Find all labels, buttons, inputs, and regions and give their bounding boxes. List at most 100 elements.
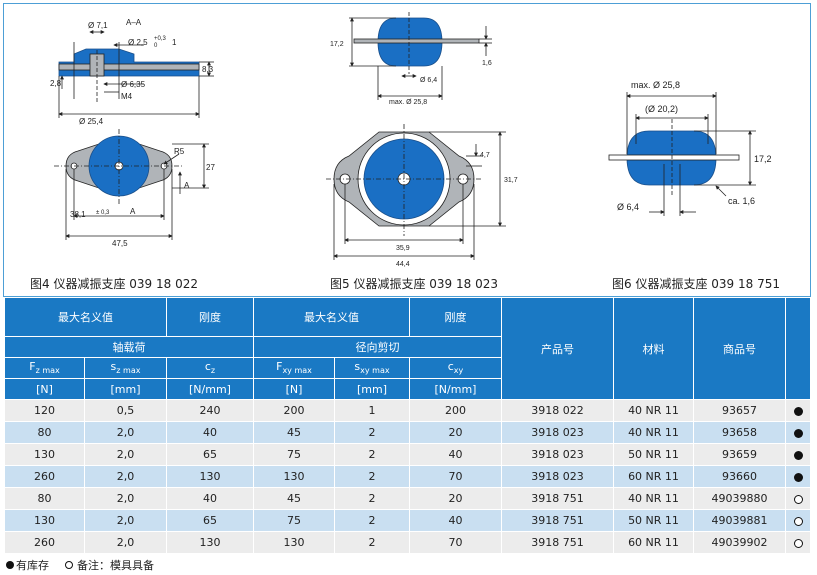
table-cell: 40 NR 11 <box>613 487 694 510</box>
table-cell: 2 <box>334 421 410 444</box>
availability-cell <box>785 465 811 488</box>
figure-caption: 图5 仪器减振支座 039 18 023 <box>330 277 498 291</box>
dim-label: 27 <box>206 163 215 172</box>
header-availability <box>785 297 811 400</box>
table-cell: 75 <box>253 509 335 532</box>
table-cell: 130 <box>4 443 85 466</box>
table-cell: 2 <box>334 509 410 532</box>
symbol-sz: sz max <box>84 357 167 379</box>
fig5-side-view <box>349 12 492 100</box>
unit: [N/mm] <box>166 378 254 400</box>
legend-mold-available: 备注：模具具备 <box>77 559 154 572</box>
dim-label: A <box>130 207 136 216</box>
dim-label: 47,5 <box>112 239 128 248</box>
figure-caption: 图4 仪器减振支座 039 18 022 <box>30 277 198 291</box>
table-cell: 0,5 <box>84 399 167 422</box>
filled-dot-icon <box>793 428 803 438</box>
table-cell: 240 <box>166 399 254 422</box>
fig5-side-dims: 17,2 1,6 Ø 6,4 max. Ø 25,8 <box>330 41 492 106</box>
table-cell: 2,0 <box>84 531 167 554</box>
dim-label: 1,6 <box>482 60 492 67</box>
dim-label: Ø 2,5 <box>128 38 148 47</box>
table-cell: 80 <box>4 421 85 444</box>
dim-label: Ø 7,1 <box>88 21 108 30</box>
dim-label: 17,2 <box>754 154 772 164</box>
dim-label: Ø 6,35 <box>121 80 146 89</box>
table-cell: 49039902 <box>693 531 786 554</box>
table-cell: 93658 <box>693 421 786 444</box>
symbol-fxy: Fxy max <box>253 357 335 379</box>
table-cell: 49039881 <box>693 509 786 532</box>
dim-label: +0,3 <box>154 36 167 42</box>
table-cell: 60 NR 11 <box>613 465 694 488</box>
table-cell: 70 <box>409 531 502 554</box>
table-cell: 3918 023 <box>501 421 614 444</box>
dim-label: 8,3 <box>202 65 214 74</box>
dim-label: Ø 6,4 <box>420 77 437 84</box>
fig5-top-dims: 4,7 31,7 35,9 44,4 <box>396 152 518 268</box>
technical-drawings: Ø 7,1 A–A Ø 2,5 +0,3 0 1 8,3 2,8 Ø 6,35 … <box>50 12 772 268</box>
unit: [N/mm] <box>409 378 502 400</box>
fig4-section-view <box>58 30 214 118</box>
table-cell: 130 <box>253 531 335 554</box>
table-cell: 2,0 <box>84 421 167 444</box>
filled-dot-icon <box>793 406 803 416</box>
header-material: 材料 <box>613 297 694 400</box>
dim-label: Ø 6,4 <box>617 202 639 212</box>
table-cell: 2,0 <box>84 509 167 532</box>
table-cell: 3918 023 <box>501 443 614 466</box>
fig6-dims: max. Ø 25,8 (Ø 20,2) 17,2 Ø 6,4 ca. 1,6 <box>617 80 772 212</box>
symbol-cxy: cxy <box>409 357 502 379</box>
dim-label: max. Ø 25,8 <box>389 99 427 106</box>
table-cell: 65 <box>166 443 254 466</box>
fig4-section-dims: Ø 7,1 A–A Ø 2,5 +0,3 0 1 8,3 2,8 Ø 6,35 … <box>50 18 214 126</box>
dim-label: 44,4 <box>396 261 410 268</box>
table-cell: 40 <box>409 443 502 466</box>
availability-cell <box>785 421 811 444</box>
table-cell: 260 <box>4 531 85 554</box>
availability-cell <box>785 399 811 422</box>
header-max-load: 最大名义值 <box>4 297 167 337</box>
symbol-cz: cz <box>166 357 254 379</box>
table-cell: 75 <box>253 443 335 466</box>
dim-label: 0 <box>154 43 158 49</box>
dim-label: R5 <box>174 147 185 156</box>
table-cell: 40 NR 11 <box>613 421 694 444</box>
table-cell: 130 <box>166 531 254 554</box>
table-cell: 2 <box>334 443 410 466</box>
table-cell: 40 <box>166 487 254 510</box>
table-cell: 3918 751 <box>501 531 614 554</box>
table-cell: 130 <box>166 465 254 488</box>
dim-label: 38,1 <box>70 210 86 219</box>
table-cell: 3918 751 <box>501 487 614 510</box>
fig6-side-view <box>608 92 756 216</box>
table-cell: 200 <box>253 399 335 422</box>
dim-label: 1 <box>172 38 177 47</box>
legend: 有库存 备注：模具具备 <box>6 557 154 573</box>
table-cell: 65 <box>166 509 254 532</box>
table-cell: 2 <box>334 487 410 510</box>
filled-dot-icon <box>6 561 14 569</box>
header-max-load: 最大名义值 <box>253 297 410 337</box>
dim-label: M4 <box>121 92 133 101</box>
table-cell: 50 NR 11 <box>613 509 694 532</box>
header-row-groups: 最大名义值 刚度 最大名义值 刚度 产品号 材料 商品号 <box>4 297 811 400</box>
table-cell: 45 <box>253 421 335 444</box>
unit: [N] <box>4 378 85 400</box>
figure-caption: 图6 仪器减振支座 039 18 751 <box>612 277 780 291</box>
table-cell: 93660 <box>693 465 786 488</box>
table-cell: 2,0 <box>84 465 167 488</box>
header-radial: 径向剪切 <box>253 336 502 358</box>
legend-in-stock: 有库存 <box>16 559 49 572</box>
availability-cell <box>785 531 811 554</box>
open-dot-icon <box>793 494 803 504</box>
fig4-top-dims: R5 A 27 38,1 ± 0,3 A 47,5 <box>70 147 215 248</box>
header-axial: 轴载荷 <box>4 336 254 358</box>
table-cell: 93659 <box>693 443 786 466</box>
table-cell: 260 <box>4 465 85 488</box>
